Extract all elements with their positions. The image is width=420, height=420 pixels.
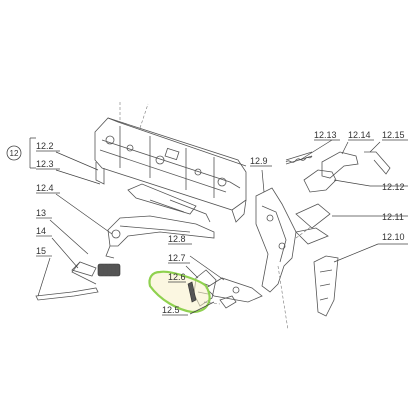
- part-12-15-wire: [364, 151, 391, 175]
- leader-lines: [37, 139, 381, 315]
- trigger-assembly: [105, 183, 215, 259]
- part-15-pin: [35, 287, 99, 301]
- right-parts: [255, 151, 391, 331]
- part-14-spring: [97, 263, 121, 277]
- highlight-12-6[interactable]: [148, 270, 211, 314]
- part-12-8-shape: [205, 277, 263, 303]
- callout-12-9[interactable]: 12.9: [250, 156, 268, 166]
- group-bracket: 12: [6, 137, 36, 169]
- callout-12-2[interactable]: 12.2: [36, 141, 54, 151]
- callout-12-7[interactable]: 12.7: [168, 253, 186, 263]
- part-12-12-shape: [303, 169, 337, 193]
- small-parts-left: [35, 261, 121, 301]
- center-parts: [148, 269, 263, 314]
- part-12-6-spring: [187, 281, 197, 303]
- part-12-10-shape: [313, 255, 339, 317]
- group-label[interactable]: 12: [10, 149, 19, 158]
- callout-12-5[interactable]: 12.5: [162, 305, 180, 315]
- callout-14[interactable]: 14: [36, 226, 46, 236]
- callout-12-10[interactable]: 12.10: [382, 232, 405, 242]
- callout-12-12[interactable]: 12.12: [382, 182, 405, 192]
- callout-12-3[interactable]: 12.3: [36, 159, 54, 169]
- callout-12-13[interactable]: 12.13: [314, 130, 337, 140]
- callouts: 12.2 12.3 12.4 13 14 15 12.8 12.7 12.6 1…: [36, 130, 408, 316]
- trigger-housing: [94, 100, 247, 223]
- part-12-13-spring: [285, 151, 313, 165]
- group-circle: [6, 145, 22, 161]
- callout-12-8[interactable]: 12.8: [168, 234, 186, 244]
- part-13-shape: [71, 261, 97, 277]
- callout-12-11[interactable]: 12.11: [382, 212, 404, 222]
- callout-12-15[interactable]: 12.15: [382, 130, 405, 140]
- part-12-9-shape: [255, 187, 297, 293]
- callout-12-6[interactable]: 12.6: [168, 272, 186, 282]
- part-12-5-shape: [219, 295, 237, 309]
- callout-13[interactable]: 13: [36, 208, 46, 218]
- callout-12-14[interactable]: 12.14: [348, 130, 371, 140]
- callout-12-4[interactable]: 12.4: [36, 183, 54, 193]
- callout-15[interactable]: 15: [36, 246, 46, 256]
- part-12-14-shape: [321, 151, 359, 179]
